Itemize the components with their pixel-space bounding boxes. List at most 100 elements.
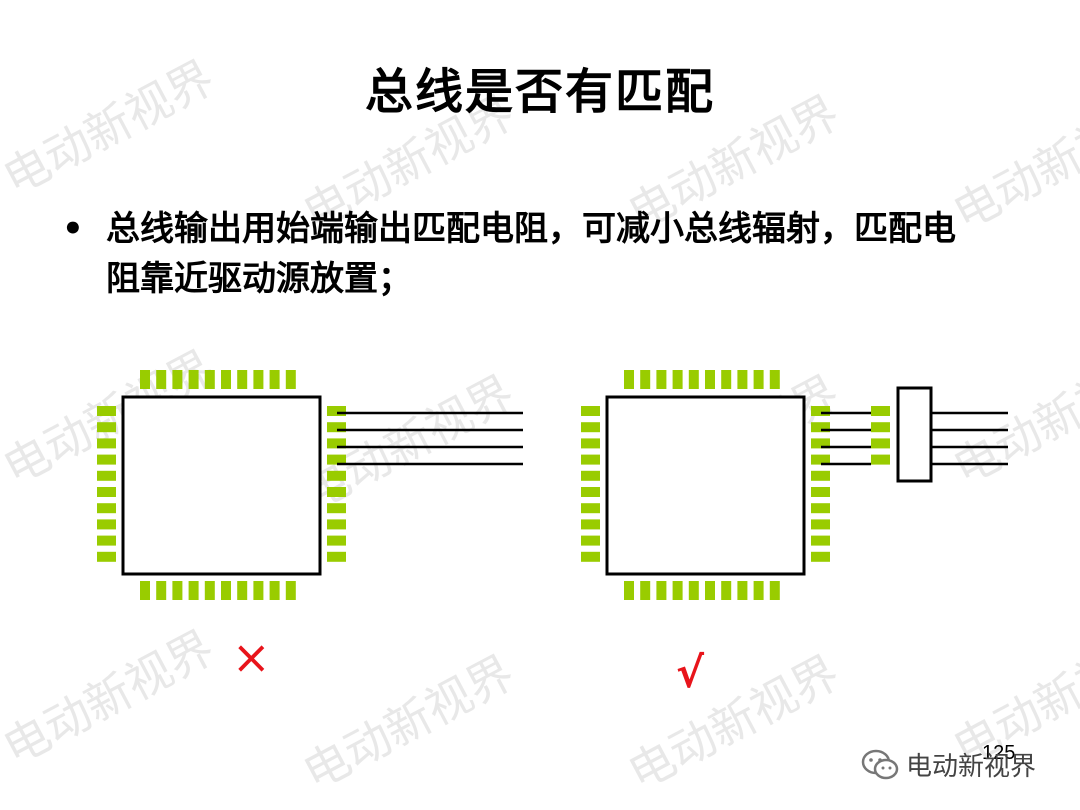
chip-pin-bottom — [656, 581, 667, 600]
chip-pin-right — [811, 422, 830, 433]
chip-pin-right — [327, 551, 346, 562]
chip-pin-right — [811, 535, 830, 546]
chip-pin-left — [581, 454, 600, 465]
chip-pin-bottom — [769, 581, 780, 600]
chip-pin-top — [721, 370, 732, 389]
chip-pin-left — [97, 519, 116, 530]
chip-pin-top — [737, 370, 748, 389]
chip-pin-right — [327, 454, 346, 465]
source-badge: 电动新视界 — [860, 746, 1036, 783]
chip-pin-left — [97, 535, 116, 546]
chip-pin-right — [327, 535, 346, 546]
chip-pin-right — [811, 487, 830, 497]
chip-pin-top — [285, 370, 296, 389]
chip-pin-left — [581, 487, 600, 497]
chip-pin-top — [656, 370, 667, 389]
chip-pin-bottom — [140, 581, 150, 600]
chip-pin-top — [672, 370, 683, 389]
resistor-pad — [871, 406, 890, 416]
chip-pin-right — [327, 438, 346, 449]
chip-pin-top — [753, 370, 764, 389]
chip-pin-bottom — [253, 581, 264, 600]
chip-pin-bottom — [688, 581, 699, 600]
chip-pin-right — [327, 422, 346, 433]
chip-pin-left — [97, 438, 116, 449]
chip-pin-left — [581, 519, 600, 530]
chip-pin-left — [97, 503, 116, 514]
chip-pin-bottom — [640, 581, 651, 600]
chip-body-with-matching — [605, 395, 806, 576]
chip-pin-top — [156, 370, 167, 389]
chip-pin-right — [811, 454, 830, 465]
chip-pin-right — [811, 503, 830, 514]
chip-pin-top — [237, 370, 248, 389]
badge-label: 电动新视界 — [906, 752, 1037, 782]
chip-pin-bottom — [737, 581, 748, 600]
chip-pin-bottom — [705, 581, 715, 600]
chip-pin-left — [97, 406, 116, 416]
chip-pin-bottom — [721, 581, 732, 600]
chip-pin-top — [640, 370, 651, 389]
chip-pin-bottom — [285, 581, 296, 600]
chip-pin-bottom — [672, 581, 683, 600]
chip-pin-left — [97, 470, 116, 481]
chip-pin-bottom — [204, 581, 215, 600]
chip-pin-bottom — [172, 581, 183, 600]
matching-resistor — [896, 386, 933, 483]
chip-pin-top — [140, 370, 150, 389]
chip-pin-top — [769, 370, 780, 389]
chip-pin-bottom — [753, 581, 764, 600]
chip-pin-left — [97, 487, 116, 497]
chip-pin-top — [705, 370, 715, 389]
chip-pin-left — [581, 470, 600, 481]
chip-pin-top — [172, 370, 183, 389]
chip-pin-right — [327, 519, 346, 530]
chip-pin-top — [688, 370, 699, 389]
chip-pin-right — [327, 487, 346, 497]
page-number: 125 — [982, 742, 1016, 764]
chip-pin-right — [327, 406, 346, 416]
bus-traces — [337, 411, 1008, 466]
right-mark: √ — [676, 648, 705, 697]
chip-pin-right — [811, 406, 830, 416]
chip-pin-left — [581, 406, 600, 416]
chip-pin-left — [581, 422, 600, 433]
chip-pin-bottom — [624, 581, 634, 600]
chip-pin-top — [269, 370, 280, 389]
slide-title: 总线是否有匹配 — [364, 64, 715, 120]
wechat-icon — [861, 749, 899, 779]
chip-body-without-matching — [121, 395, 322, 576]
chip-pin-top — [221, 370, 231, 389]
chip-pin-right — [327, 470, 346, 481]
chip-pin-left — [97, 422, 116, 433]
chip-pin-left — [581, 535, 600, 546]
chip-pin-top — [624, 370, 634, 389]
bullet-text: 总线输出用始端输出匹配电阻，可减小总线辐射，匹配电阻靠近驱动源放置； — [106, 209, 956, 299]
chip-pins — [97, 370, 890, 600]
chip-pin-right — [327, 503, 346, 514]
chip-pin-top — [188, 370, 199, 389]
chip-pin-bottom — [156, 581, 167, 600]
chip-pin-bottom — [188, 581, 199, 600]
chip-pin-left — [97, 551, 116, 562]
resistor-pad — [871, 422, 890, 433]
chip-pin-right — [811, 438, 830, 449]
bullet-dot: • — [62, 209, 84, 249]
resistor-pad — [871, 438, 890, 449]
chip-pin-right — [811, 470, 830, 481]
chip-pin-right — [811, 519, 830, 530]
chip-pin-bottom — [237, 581, 248, 600]
chip-pin-top — [253, 370, 264, 389]
chip-pin-left — [581, 438, 600, 449]
chip-pin-bottom — [221, 581, 231, 600]
chip-pin-bottom — [269, 581, 280, 600]
chip-pin-left — [97, 454, 116, 465]
chip-pin-left — [581, 551, 600, 562]
resistor-pad — [871, 454, 890, 465]
chip-pin-left — [581, 503, 600, 514]
bullet-item: • 总线输出用始端输出匹配电阻，可减小总线辐射，匹配电阻靠近驱动源放置； — [62, 204, 962, 304]
chip-pin-top — [204, 370, 215, 389]
chip-pin-right — [811, 551, 830, 562]
wrong-mark: × — [232, 630, 271, 684]
